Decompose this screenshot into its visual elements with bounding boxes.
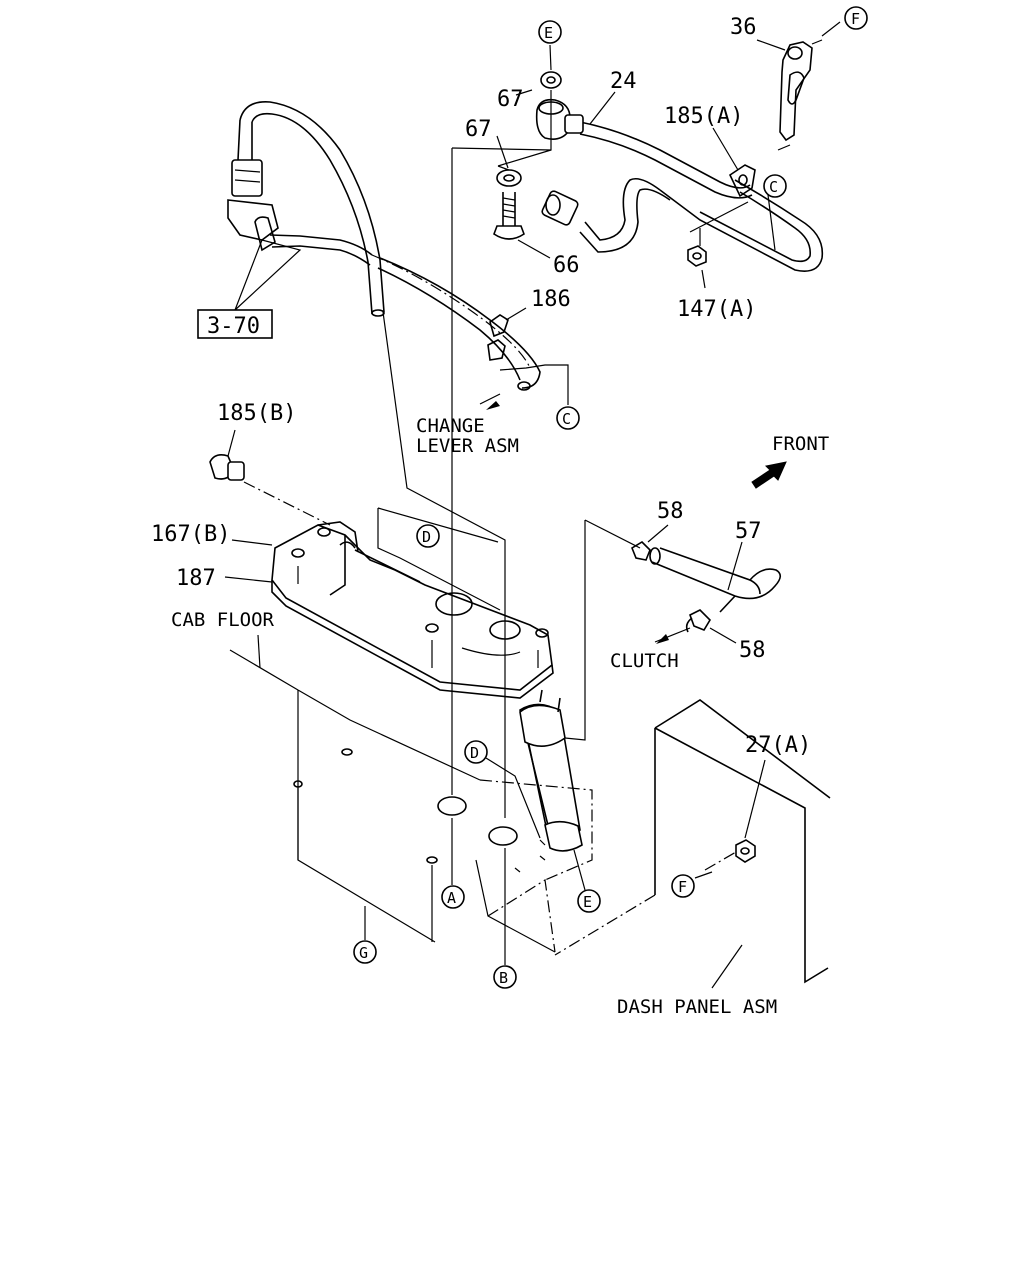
clip-186 — [487, 314, 509, 361]
label-57: 57 — [735, 519, 762, 544]
label-24: 24 — [610, 69, 637, 94]
label-58-top: 58 — [657, 499, 684, 524]
ref-c-mid-text: C — [562, 410, 571, 428]
ref-g-text: G — [359, 944, 368, 962]
hose-assembly — [227, 101, 541, 391]
cab-floor-label: CAB FLOOR — [171, 609, 275, 631]
clip-185a — [728, 164, 756, 198]
bolt-185b — [209, 454, 331, 526]
label-66: 66 — [553, 253, 580, 278]
nut-27a — [704, 839, 756, 871]
ref-e-low-text: E — [583, 893, 592, 911]
floor-panel — [229, 649, 593, 953]
ref-3-70: 3-70 — [197, 239, 302, 339]
bracket-36 — [777, 39, 823, 151]
label-58-low: 58 — [739, 638, 766, 663]
label-147a: 147(A) — [677, 297, 756, 322]
ref-circle-d-mid: D — [416, 524, 440, 548]
change-lever-line1: CHANGE — [416, 415, 485, 437]
ref-f-low-text: F — [678, 878, 687, 896]
label-185a: 185(A) — [664, 104, 743, 129]
ref-circle-g: G — [353, 940, 377, 964]
leader-lines — [224, 21, 841, 989]
ref-circle-c-mid: C — [556, 406, 580, 430]
label-36: 36 — [730, 15, 757, 40]
ref-circle-e-low: E — [577, 889, 601, 913]
front-arrow-icon — [751, 461, 787, 489]
label-27a: 27(A) — [745, 733, 811, 758]
ref-circle-e-top: E — [538, 20, 562, 44]
ref-circle-a: A — [441, 885, 465, 909]
ref-c-top-text: C — [769, 178, 778, 196]
ref-circles: E F C C D D E F — [353, 6, 868, 989]
ref-circle-b: B — [493, 965, 517, 989]
annotations: CHANGE LEVER ASM FRONT CAB FLOOR CLUTCH … — [171, 415, 829, 1018]
clip-58-low — [685, 609, 712, 633]
ref-circle-f-low: F — [671, 874, 695, 898]
nut-147a — [687, 245, 707, 267]
ref-d-low-text: D — [470, 744, 479, 762]
part-labels: 36 24 67 67 185(A) 66 147(A) 186 185(B) … — [151, 15, 811, 758]
lower-cylinder — [519, 689, 583, 852]
dash-panel — [554, 699, 831, 984]
label-185b: 185(B) — [217, 401, 296, 426]
label-186: 186 — [531, 287, 571, 312]
washer-67-mid — [496, 169, 522, 187]
front-label: FRONT — [772, 433, 829, 455]
ref-3-70-text: 3-70 — [207, 314, 260, 339]
ref-d-mid-text: D — [422, 528, 431, 546]
label-167b: 167(B) — [151, 522, 230, 547]
clutch-label: CLUTCH — [610, 650, 679, 672]
label-67-mid: 67 — [465, 117, 492, 142]
ref-circle-d-low: D — [464, 740, 488, 764]
hose-57 — [649, 547, 782, 613]
dash-panel-label: DASH PANEL ASM — [617, 996, 777, 1018]
label-187: 187 — [176, 566, 216, 591]
washer-67-top — [540, 71, 562, 89]
ref-f-top-text: F — [851, 10, 860, 28]
ref-b-text: B — [499, 969, 508, 987]
ref-circle-f-top: F — [844, 6, 868, 30]
plate-167b-187 — [271, 521, 554, 699]
ref-a-text: A — [447, 889, 456, 907]
bolt-66 — [493, 192, 525, 240]
ref-circle-c-top: C — [763, 174, 787, 198]
change-lever-line2: LEVER ASM — [416, 435, 519, 457]
ref-e-top-text: E — [544, 24, 553, 42]
label-67-top: 67 — [497, 87, 524, 112]
